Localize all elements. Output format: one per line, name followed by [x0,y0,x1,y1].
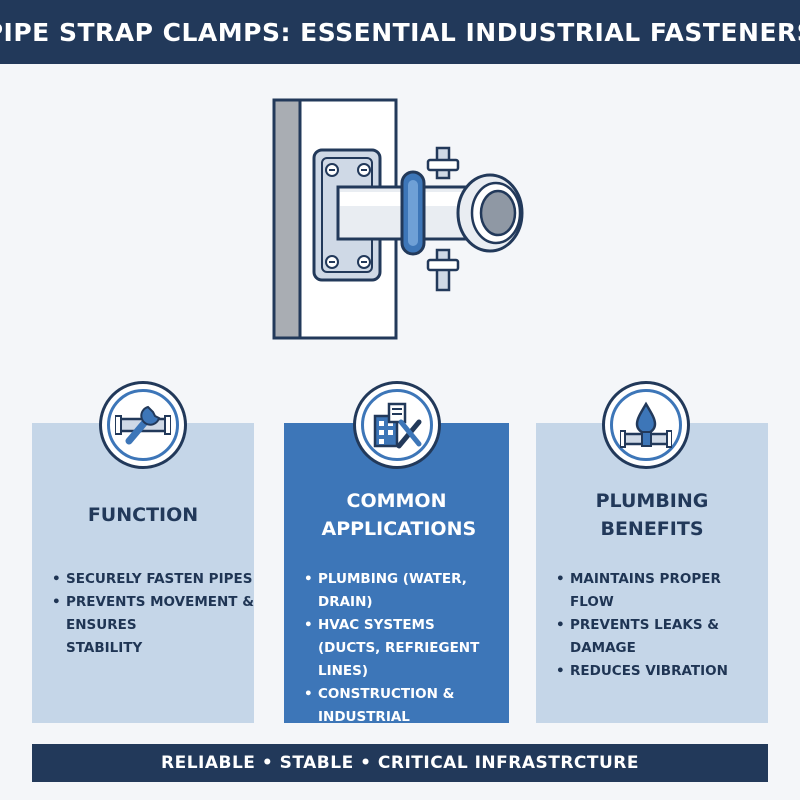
list-item: PLUMBING (WATER, DRAIN) [304,568,509,614]
function-badge [99,381,187,469]
applications-badge [353,381,441,469]
list-item: SECURELY FASTEN PIPES [52,568,254,591]
list-item: CONSTRUCTION & INDUSTRIAL [304,683,509,729]
benefits-badge [602,381,690,469]
list-item: PREVENTS MOVEMENT & ENSURES [52,591,254,637]
pipe-clamp-on-wall-icon [272,98,524,340]
title-banner: PIPE STRAP CLAMPS: ESSENTIAL INDUSTRIAL … [0,0,800,64]
benefits-list: MAINTAINS PROPER FLOW PREVENTS LEAKS & D… [536,568,768,683]
list-item: MAINTAINS PROPER FLOW [556,568,768,614]
pipe-wrench-icon [115,405,171,445]
applications-heading: COMMON APPLICATIONS [284,487,509,543]
list-item: PREVENTS LEAKS & DAMAGE [556,614,768,660]
benefits-card: PLUMBING BENEFITS MAINTAINS PROPER FLOW … [536,423,768,723]
page-title: PIPE STRAP CLAMPS: ESSENTIAL INDUSTRIAL … [0,17,800,47]
list-item: HVAC SYSTEMS [304,614,509,637]
list-item: STABILITY [66,640,143,656]
function-heading: FUNCTION [87,504,199,526]
footer-banner: RELIABLE • STABLE • CRITICAL INFRASTRCTU… [32,744,768,782]
footer-tagline: RELIABLE • STABLE • CRITICAL INFRASTRCTU… [160,753,640,773]
list-item: REDUCES VIBRATION [556,660,768,683]
applications-card: COMMON APPLICATIONS PLUMBING (WATER, DRA… [284,423,509,725]
list-item: (DUCTS, REFRIEGENT LINES) [318,640,480,679]
benefits-heading-text: PLUMBING BENEFITS [595,490,709,540]
function-card: FUNCTION SECURELY FASTEN PIPES PREVENTS … [32,423,254,723]
water-drop-pipe-icon [620,401,672,448]
building-tools-icon [373,402,422,449]
benefits-heading: PLUMBING BENEFITS [536,487,768,543]
function-list: SECURELY FASTEN PIPES PREVENTS MOVEMENT … [32,568,254,660]
applications-heading-text: COMMON APPLICATIONS [321,490,477,540]
pipe-clamp-illustration [268,92,538,344]
applications-list: PLUMBING (WATER, DRAIN) HVAC SYSTEMS (DU… [284,568,509,729]
